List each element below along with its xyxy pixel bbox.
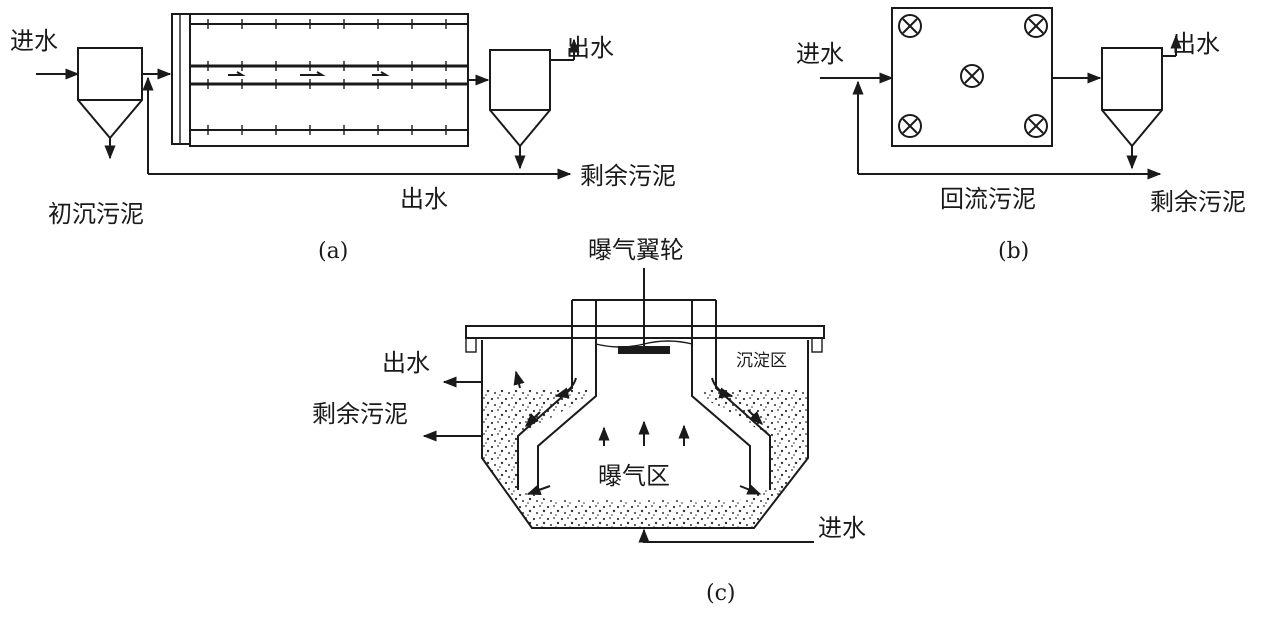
b-inlet-label: 进水 <box>796 40 844 68</box>
b-secondary-clarifier <box>1101 47 1163 148</box>
b-caption: (b) <box>998 239 1029 264</box>
b-outlet-label: 出水 <box>1172 30 1220 58</box>
c-excess-sludge-label: 剩余污泥 <box>312 400 408 428</box>
c-caption: (c) <box>706 581 736 606</box>
b-excess-sludge-label: 剩余污泥 <box>1150 188 1246 216</box>
a-primary-sludge-label: 初沉污泥 <box>48 200 144 228</box>
a-distributor <box>171 13 191 145</box>
aerator-icon <box>898 14 922 38</box>
aerator-icon <box>960 64 984 88</box>
a-caption: (a) <box>318 239 348 264</box>
b-return-sludge-label: 回流污泥 <box>940 185 1036 213</box>
aerator-icon <box>1024 14 1048 38</box>
a-outlet-bottom-label: 出水 <box>400 185 448 213</box>
a-secondary-clarifier <box>489 49 551 148</box>
a-primary-clarifier <box>77 47 143 140</box>
a-aeration-pipes <box>190 19 468 135</box>
aerator-icon <box>898 114 922 138</box>
a-flow-arrows <box>228 71 390 76</box>
diagram-a: 进水 初沉污泥 出水 <box>10 13 676 264</box>
c-outlet-label: 出水 <box>382 349 430 377</box>
a-outlet-top-label: 出水 <box>566 34 614 62</box>
c-outer-shell <box>481 340 809 529</box>
c-inlet-label: 进水 <box>818 514 866 542</box>
c-baffle-left <box>517 300 573 490</box>
c-flow-arrows <box>513 370 763 495</box>
c-baffle-right <box>715 300 771 490</box>
c-aeration-zone <box>518 340 770 500</box>
c-impeller-label: 曝气翼轮 <box>588 236 684 264</box>
diagram-b: 进水 出水 回流污泥 剩余污泥 (b) <box>796 7 1246 264</box>
c-impeller-blade <box>618 346 670 354</box>
aerator-icon <box>1024 114 1048 138</box>
c-aeration-zone-label: 曝气区 <box>598 462 670 490</box>
c-settling-zone-label: 沉淀区 <box>736 351 787 371</box>
diagram-c: 曝气翼轮 <box>312 236 866 606</box>
a-aeration-tank <box>189 13 469 147</box>
a-inlet-label: 进水 <box>10 27 58 55</box>
c-inlet-arrow <box>638 528 814 543</box>
a-excess-sludge-label: 剩余污泥 <box>580 162 676 190</box>
b-aerators <box>898 14 1048 138</box>
